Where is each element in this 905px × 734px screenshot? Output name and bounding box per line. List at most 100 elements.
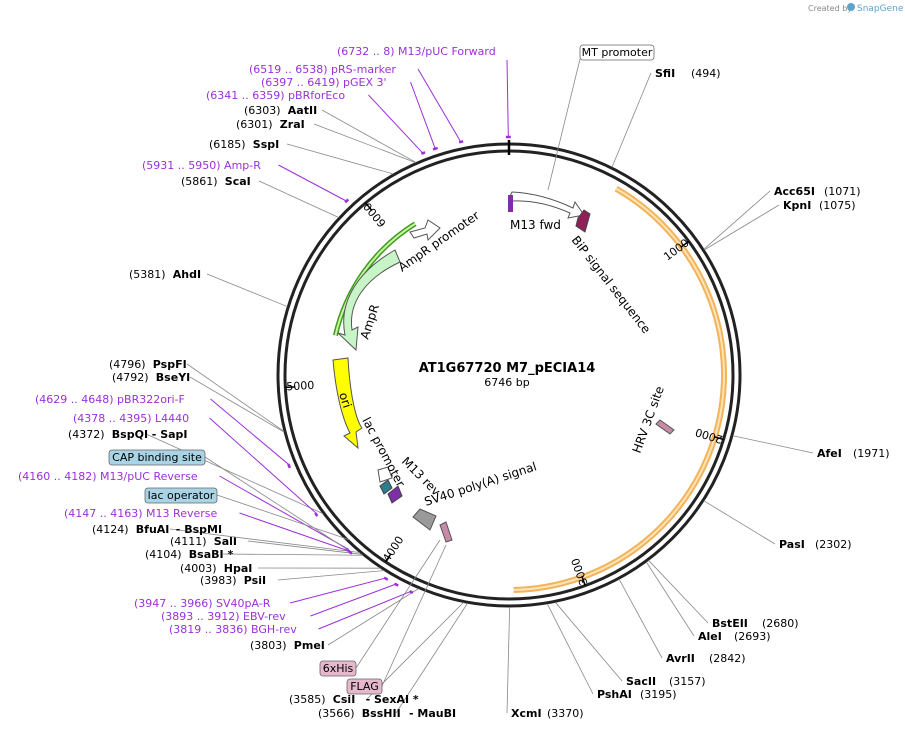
boxed-leader-line [547, 58, 581, 191]
label-box-text: CAP binding site [112, 451, 202, 464]
boxed-label-flag[interactable]: FLAG [346, 544, 447, 695]
restriction-site-bsshii[interactable]: (3566)BssHII- MauBI [318, 603, 468, 720]
primer-label: (6397 .. 6419) pGEX 3' [261, 76, 387, 89]
primer-amp-r[interactable]: (5931 .. 5950) Amp-R [142, 159, 350, 204]
restriction-site-avrii[interactable]: AvrII(2842) [618, 579, 746, 665]
primer-m13puc-forward[interactable]: (6732 .. 8) M13/pUC Forward [337, 45, 511, 139]
primer-prs-marker[interactable]: (6519 .. 6538) pRS-marker [249, 63, 464, 144]
restriction-site-sacii[interactable]: SacII(3157) [555, 602, 706, 688]
site-name: BstEII [712, 617, 748, 630]
primer-leader-line [239, 512, 352, 553]
site-position: (2842) [709, 652, 746, 665]
primer-m13-reverse[interactable]: (4147 .. 4163) M13 Reverse [64, 507, 353, 555]
site-position: (3585) [289, 693, 326, 706]
site-leader-line [286, 143, 394, 175]
primer-ebv-rev[interactable]: (3893 .. 3912) EBV-rev [161, 582, 399, 623]
feature-m13-fwd[interactable]: M13 fwd [508, 191, 585, 232]
restriction-site-pmei[interactable]: (3803) PmeI [250, 588, 419, 652]
boxed-label-mt-promoter[interactable]: MT promoter [547, 44, 655, 191]
primer-l4440[interactable]: (4378 .. 4395) L4440 [73, 412, 319, 517]
site-position: (1971) [853, 447, 890, 460]
restriction-site-scai[interactable]: (5861)ScaI [181, 175, 339, 218]
restriction-site-bspqi[interactable]: (4372)BspQI- SapI [68, 428, 324, 514]
restriction-sites: SfiI(494) Acc65I(1071)KpnI(1075) AfeI(1971… [68, 67, 890, 720]
primer-sv40pa-r[interactable]: (3947 .. 3966) SV40pA-R [134, 576, 389, 610]
site-name: PmeI [294, 639, 325, 652]
feature-hrv-3c[interactable]: HRV 3C site [630, 384, 675, 455]
restriction-site-kpni[interactable]: KpnI(1075) [704, 199, 856, 251]
primer-leader-line [310, 583, 397, 617]
site-name: BfuAI [136, 523, 170, 536]
primer-pbrforeco[interactable]: (6341 .. 6359) pBRforEco [206, 89, 426, 155]
boxed-leader-line [381, 544, 447, 687]
site-position: (6185) [209, 138, 246, 151]
restriction-site-sspi[interactable]: (6185)SspI [209, 138, 394, 175]
primer-leader-line [209, 417, 318, 515]
ruler-tick [365, 202, 373, 212]
restriction-site-pasi[interactable]: PasI(2302) [703, 500, 852, 551]
primer-mark [287, 463, 292, 469]
primer-mark [458, 140, 464, 144]
restriction-site-ahdi[interactable]: (5381)AhdI [129, 268, 288, 307]
restriction-site-zrai[interactable]: (6301)ZraI [236, 118, 416, 164]
restriction-site-bseyi[interactable]: (4792) BseYI [112, 371, 285, 433]
primer-pgex-3[interactable]: (6397 .. 6419) pGEX 3' [261, 76, 439, 151]
site-leader-line [506, 606, 511, 714]
site-position: (4792) [112, 371, 149, 384]
primer-mark [314, 512, 319, 517]
feature-ampr-promoter[interactable]: AmpR promoter [396, 208, 482, 274]
restriction-site-alei[interactable]: AleI(2693) [645, 561, 771, 643]
primer-leader-line [278, 164, 348, 203]
restriction-site-aatii[interactable]: (6303)AatII [244, 104, 417, 163]
primer-label: (3947 .. 3966) SV40pA-R [134, 597, 271, 610]
label-box [319, 660, 357, 677]
feature-ori[interactable]: ori [332, 357, 363, 450]
restriction-site-bsteii[interactable]: BstEII(2680) [648, 560, 799, 630]
restriction-site-acc65i[interactable]: Acc65I(1071) [703, 185, 861, 250]
boxed-label-lac-operator[interactable]: lac operator [144, 487, 351, 541]
primer-mark [408, 590, 414, 594]
site-position: (3803) [250, 639, 287, 652]
site-leader-line [277, 570, 385, 581]
label-box [346, 678, 383, 695]
6xhis-block [439, 521, 453, 543]
credit-brand: SnapGene [857, 4, 904, 14]
restriction-site-pshai[interactable]: PshAI(3195) [546, 603, 677, 701]
ampr-arrow [337, 249, 401, 352]
primer-bgh-rev[interactable]: (3819 .. 3836) BGH-rev [169, 590, 414, 636]
site-position: (2693) [734, 630, 771, 643]
restriction-site-afei[interactable]: AfeI(1971) [732, 435, 890, 460]
restriction-site-xcmi[interactable]: XcmI(3370) [506, 606, 584, 720]
primer-label: (3819 .. 3836) BGH-rev [169, 623, 297, 636]
restriction-site-sfiI[interactable]: SfiI(494) [611, 67, 721, 168]
restriction-site-csii[interactable]: (3585)CsiI- SexAI * [289, 602, 464, 706]
site-name: ZraI [280, 118, 305, 131]
site-position: (5861) [181, 175, 218, 188]
site-name: PshAI [597, 688, 632, 701]
site-leader-line [648, 560, 709, 624]
primer-label: (5931 .. 5950) Amp-R [142, 159, 261, 172]
primer-mark [420, 151, 426, 155]
restriction-site-bsabi[interactable]: (4104)BsaBI * [145, 548, 363, 561]
ori-arrow [332, 357, 363, 450]
primer-pbr322ori-f[interactable]: (4629 .. 4648) pBR322ori-F [35, 393, 292, 469]
restriction-site-bfuai[interactable]: (4124)BfuAI- BspMI [92, 523, 360, 553]
restriction-site-pspfi[interactable]: (4796)PspFI [109, 358, 285, 432]
restriction-site-psii[interactable]: (3983)PsiI [200, 570, 385, 587]
restriction-site-hpai[interactable]: (4003)HpaI [180, 562, 381, 575]
feature-sv40-polya[interactable]: SV40 poly(A) signal [412, 459, 538, 543]
feature-bip-signal[interactable]: BiP signal sequence [569, 209, 654, 336]
primer-leader-line [506, 59, 509, 139]
label-box-text: MT promoter [582, 46, 653, 59]
primer-mark [432, 146, 439, 151]
feature-lac-promoter[interactable]: lac promoter [359, 415, 407, 489]
m13-fwd-primer-mark [508, 195, 513, 212]
restriction-site-sali[interactable]: (4111)SalI [170, 535, 362, 555]
boxed-label-6xhis[interactable]: 6xHis [319, 539, 441, 677]
primer-mark [383, 576, 389, 581]
site-leader-line [222, 553, 363, 556]
hrv-3c-block [655, 419, 675, 435]
boxed-label-cap-binding-site[interactable]: CAP binding site [108, 449, 349, 551]
site-name: BseYI [156, 371, 190, 384]
site-extra: - SapI [152, 428, 188, 441]
